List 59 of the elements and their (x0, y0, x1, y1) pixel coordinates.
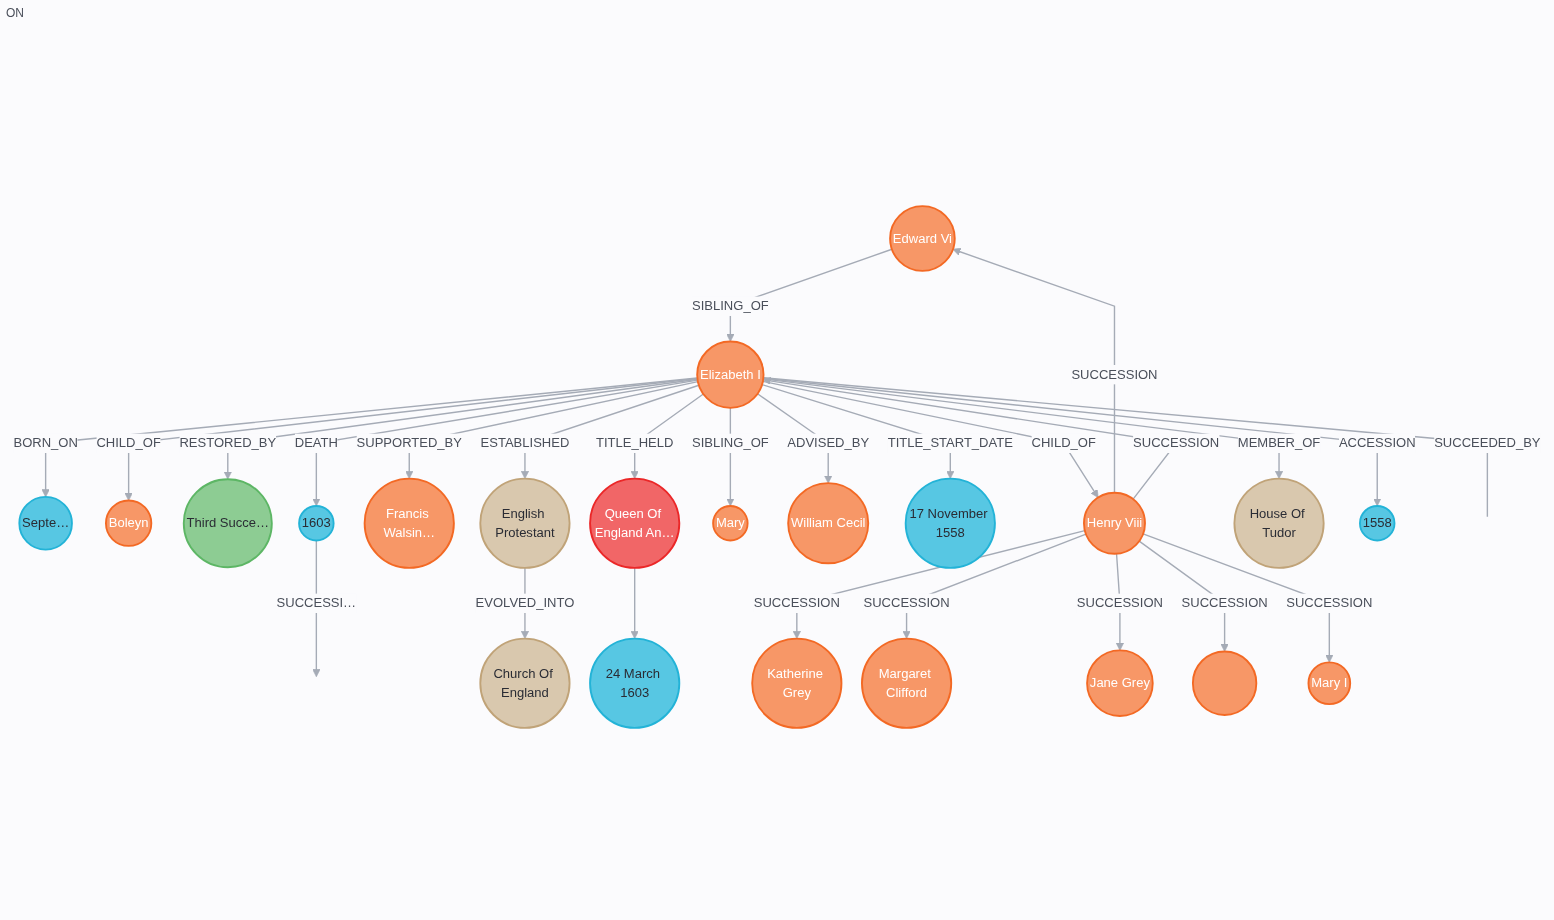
node-circle: Queen Of England An… (589, 477, 681, 569)
edge-label: ESTABLISHED (480, 435, 570, 451)
edge-label: EVOLVED_INTO (475, 595, 575, 611)
edge-label: SUCCESSION (1286, 595, 1373, 611)
node-circle: Third Succe… (182, 478, 273, 569)
node-circle: Francis Walsin… (363, 477, 455, 569)
edge-label: MEMBER_OF (1237, 435, 1321, 451)
arrow (762, 377, 1382, 507)
edge-label: SUCCESSION (1076, 595, 1163, 611)
arrow (223, 378, 699, 480)
edge-label: SUCCESSION (753, 595, 840, 611)
arrow (630, 567, 639, 639)
node-circle (1191, 650, 1258, 716)
arrow (520, 384, 700, 479)
arrow (1142, 533, 1334, 663)
edge-label-fragment: ON (6, 6, 24, 20)
node-circle: 24 March 1603 (589, 637, 681, 729)
node-circle: Margaret Clifford (861, 637, 953, 729)
edge-label: DEATH (294, 435, 338, 451)
arrow (405, 380, 699, 479)
node-circle: Septe… (18, 496, 73, 551)
edge-label: SUCCESSION (1181, 595, 1268, 611)
edge-label: SUCCEEDED_BY (1434, 435, 1541, 451)
node-circle: English Protestant (479, 477, 571, 569)
edge-label: SUCCESSI… (276, 595, 357, 611)
edge-label: ADVISED_BY (787, 435, 870, 451)
edge-label: SUCCESSION (863, 595, 950, 611)
node-circle: Jane Grey (1086, 649, 1154, 717)
edge-label: CHILD_OF (1031, 435, 1096, 451)
edge-label: SUPPORTED_BY (356, 435, 462, 451)
edge-label: RESTORED_BY (179, 435, 277, 451)
edge-label: CHILD_OF (96, 435, 161, 451)
node-circle: House Of Tudor (1233, 477, 1325, 569)
arrow (952, 247, 1116, 494)
arrow (312, 379, 699, 507)
node-circle: William Cecil (787, 482, 870, 565)
node-circle: Katherine Grey (751, 637, 843, 729)
edge-label: SUCCESSION (1071, 366, 1158, 382)
arrow (762, 380, 1099, 498)
edge-label: ACCESSION (1338, 435, 1416, 451)
edge-label: SIBLING_OF (692, 298, 769, 314)
node-circle: 17 November 1558 (904, 477, 996, 569)
node-circle: Mary I (1307, 661, 1352, 705)
arrow (761, 383, 955, 479)
node-circle: Boleyn (105, 499, 153, 547)
node-circle: Elizabeth I (696, 340, 765, 409)
edge-label: TITLE_START_DATE (887, 435, 1013, 451)
node-circle: 1603 (298, 505, 335, 542)
edge-label: SIBLING_OF (692, 435, 769, 451)
edge-label: TITLE_HELD (595, 435, 674, 451)
node-circle: Edward Vi (889, 205, 956, 272)
node-circle: Mary (712, 505, 749, 542)
node-circle: Henry Viii (1083, 491, 1146, 555)
connector (762, 377, 1489, 518)
edge-label: SUCCESSION (1133, 435, 1220, 451)
arrow (762, 378, 1284, 479)
node-circle: Church Of England (479, 637, 571, 729)
node-circle: 1558 (1359, 505, 1396, 542)
edge-label: BORN_ON (13, 435, 78, 451)
